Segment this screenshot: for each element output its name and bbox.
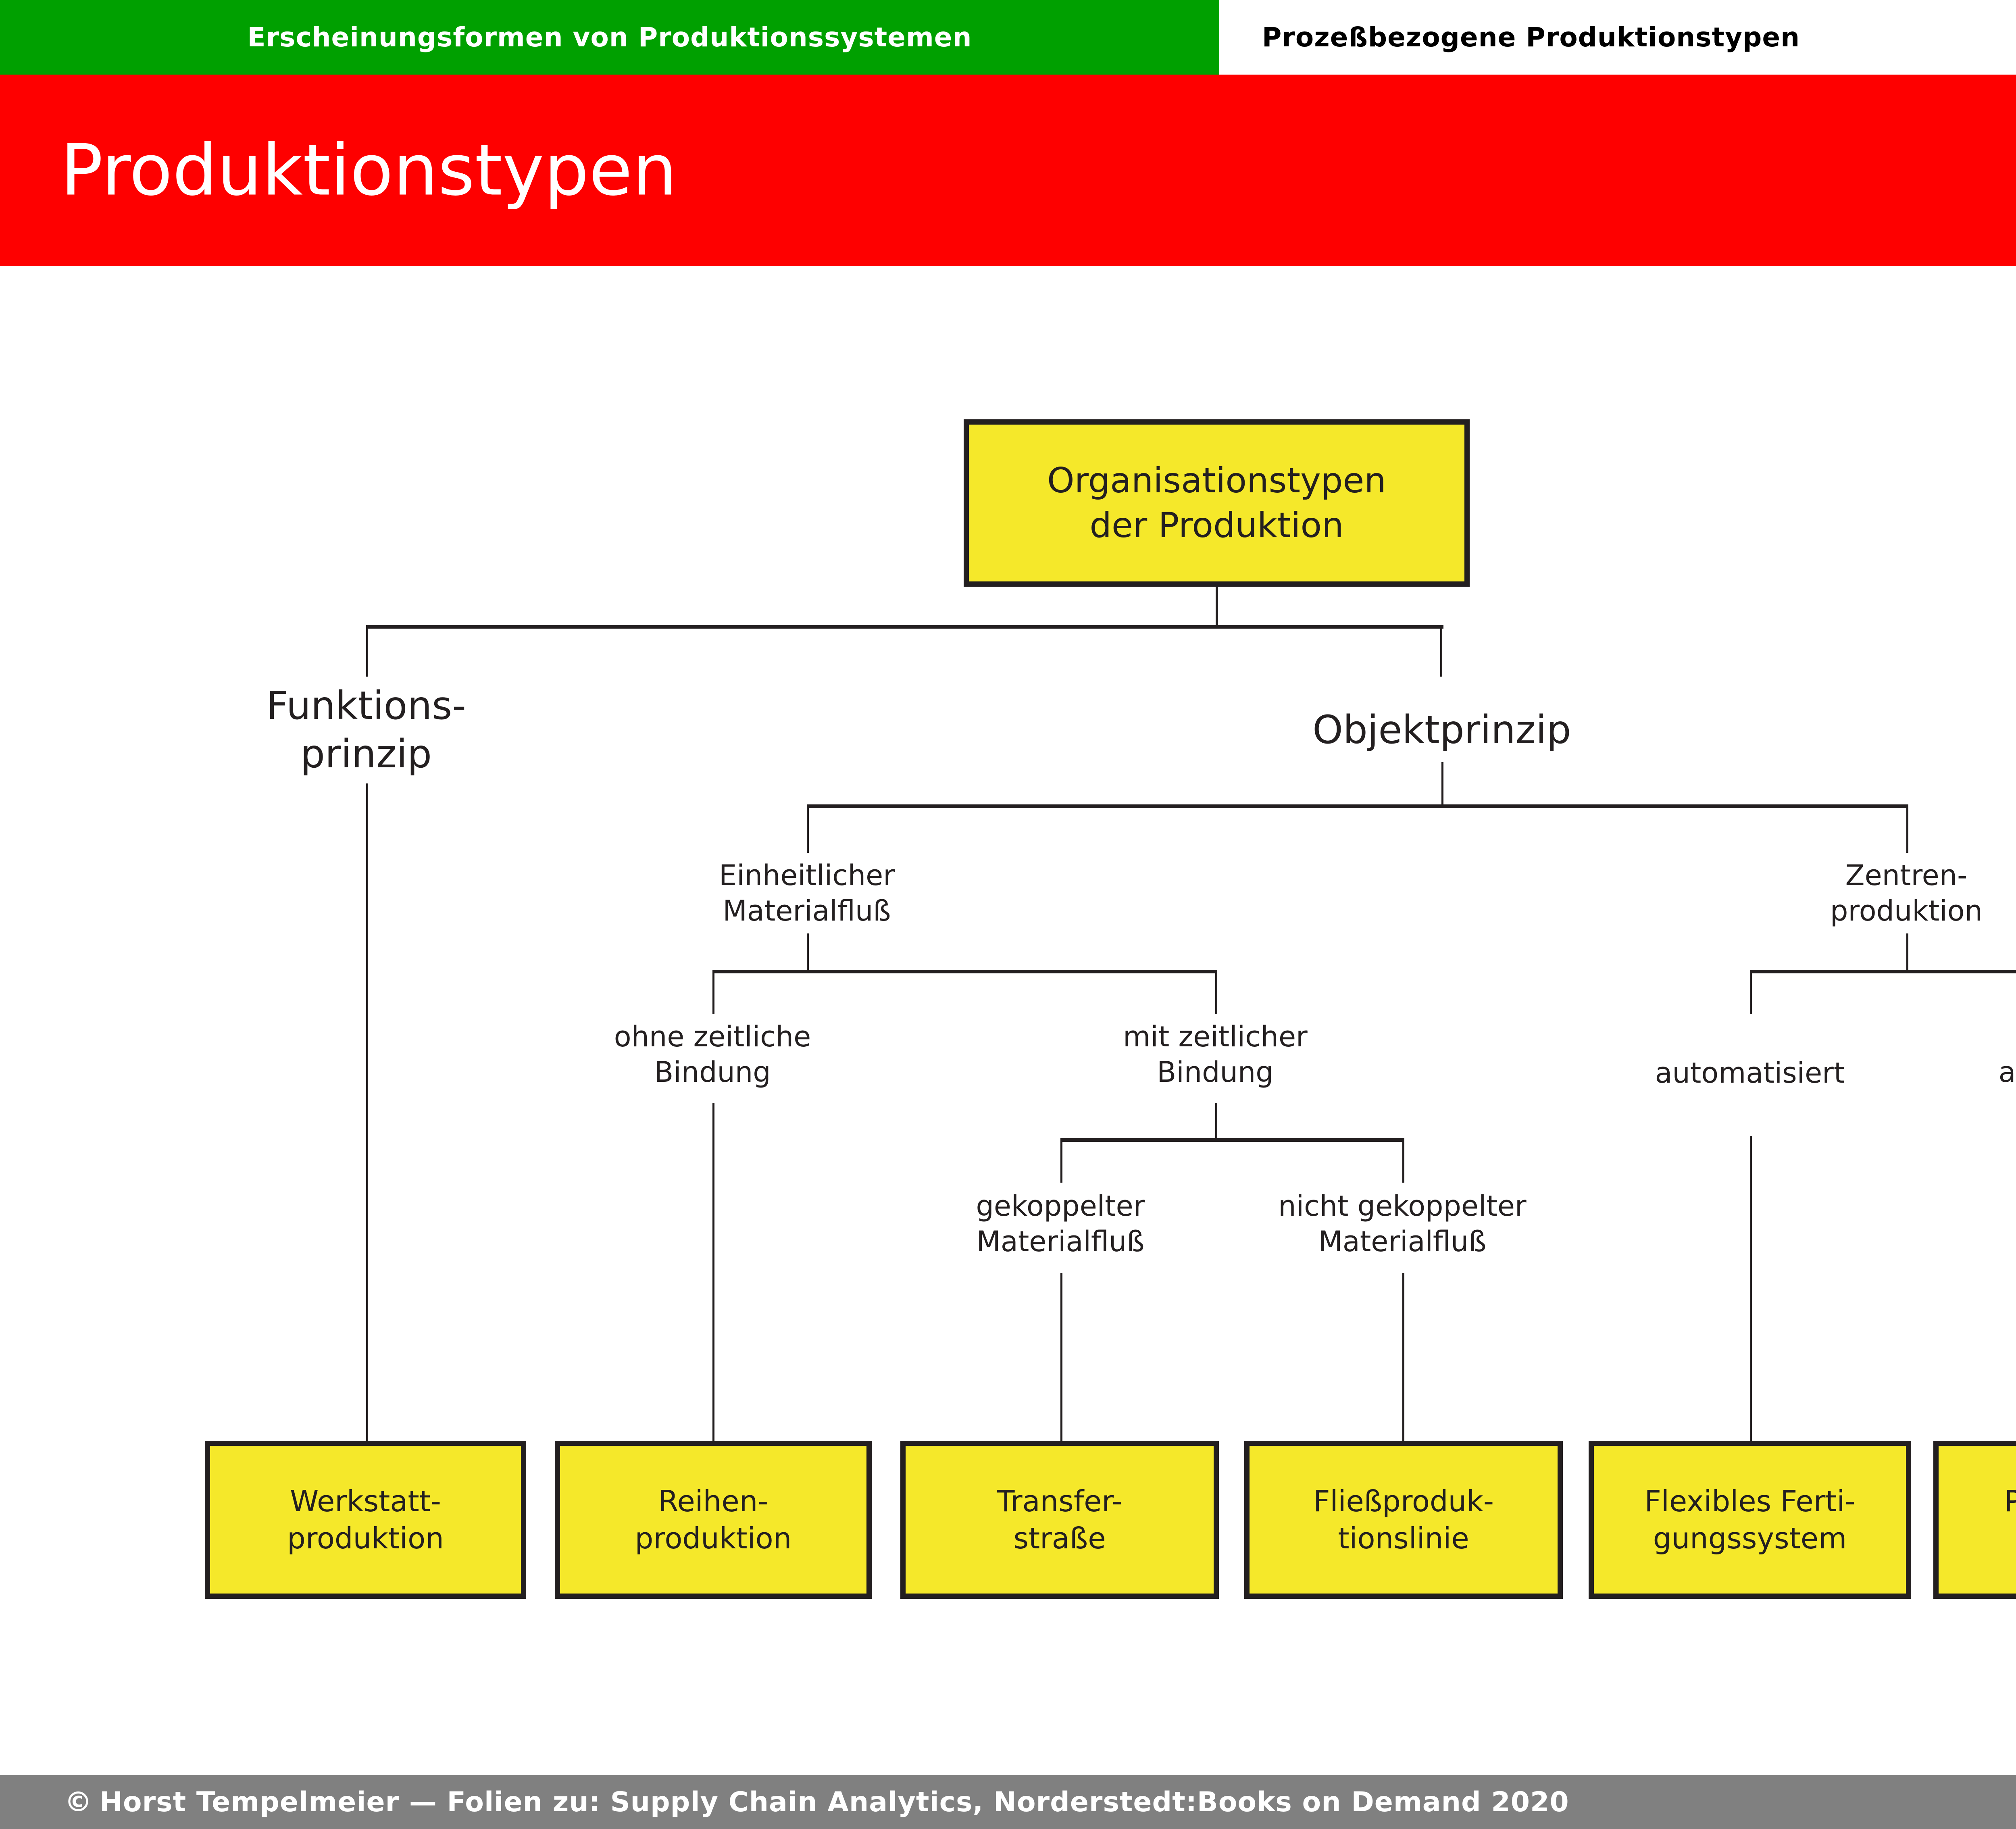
node-line-1: ohne zeitliche <box>614 1020 811 1053</box>
node-line-1: nicht gekoppelter <box>1278 1189 1527 1223</box>
node-fliessproduktionslinie[interactable]: Fließproduk- tionslinie <box>1244 1441 1563 1599</box>
node-line-2: gungssystem <box>1653 1521 1847 1555</box>
connector-level2-right-drop <box>1906 804 1908 853</box>
label-objektprinzip[interactable]: Objektprinzip <box>1312 706 1571 754</box>
tab-prozessbezogene[interactable]: Prozeßbezogene Produktionstypen <box>1219 0 2016 75</box>
footer-credit-text: Horst Tempelmeier — Folien zu: Supply Ch… <box>100 1786 1569 1818</box>
node-reihenproduktion[interactable]: Reihen- produktion <box>555 1441 872 1599</box>
label-nicht-gekoppelter-materialfluss[interactable]: nicht gekoppelter Materialfluß <box>1278 1189 1526 1259</box>
connector-automatisiert-drop <box>1750 1136 1752 1442</box>
node-line-1: gekoppelter <box>976 1189 1145 1223</box>
connector-ohne-bindung-drop <box>712 1103 714 1442</box>
label-mit-zeitlicher-bindung[interactable]: mit zeitlicher Bindung <box>1123 1019 1308 1090</box>
node-line-2: Bindung <box>654 1055 771 1089</box>
node-line-2: der Produktion <box>1089 505 1344 546</box>
node-line-1: Objektprinzip <box>1312 707 1571 752</box>
connector-level4-bar <box>1060 1138 1404 1142</box>
node-line-1: mit zeitlicher <box>1123 1020 1308 1053</box>
node-flexibles-fertigungssystem[interactable]: Flexibles Ferti- gungssystem <box>1589 1441 1911 1599</box>
node-line-2: Materialfluß <box>1318 1225 1487 1258</box>
node-line-1: Flexibles Ferti- <box>1644 1484 1856 1518</box>
connector-level1-bar <box>366 625 1443 629</box>
label-funktionsprinzip[interactable]: Funktions- prinzip <box>266 681 466 778</box>
node-line-2: straße <box>1013 1521 1106 1555</box>
label-ohne-zeitliche-bindung[interactable]: ohne zeitliche Bindung <box>614 1019 811 1090</box>
connector-level3-left-bar <box>712 970 1217 973</box>
node-line-1: Fließproduk- <box>1313 1484 1494 1518</box>
label-automatisiert[interactable]: automatisiert <box>1655 1056 1845 1091</box>
label-nicht-automatisiert[interactable]: nicht automatisiert <box>1999 1019 2016 1090</box>
slide-header-navbar: Erscheinungsformen von Produktionssystem… <box>0 0 2016 75</box>
page-title: Produktionstypen <box>60 129 677 211</box>
connector-mit-bindung-stem <box>1215 1103 1217 1141</box>
connector-level3-ohne-drop <box>712 970 714 1014</box>
node-line-1: Funktions- <box>266 683 466 728</box>
node-line-1: Reihen- <box>658 1484 768 1518</box>
connector-level4-left-drop <box>1060 1138 1062 1183</box>
label-zentrenproduktion[interactable]: Zentren- produktion <box>1830 858 1983 929</box>
node-line-1: Einheitlicher <box>719 859 895 892</box>
connector-einheitlicher-stem <box>807 933 809 972</box>
connector-nicht-gekoppelter-drop <box>1402 1273 1404 1442</box>
connector-level1-left-drop <box>366 625 368 677</box>
node-line-2: produktion <box>287 1521 444 1555</box>
node-organisationstypen-der-produktion[interactable]: Organisationstypen der Produktion <box>964 419 1470 587</box>
node-line-1: Werkstatt- <box>290 1484 441 1518</box>
node-line-2: Bindung <box>1157 1055 1274 1089</box>
node-line-2: produktion <box>1830 894 1983 927</box>
node-line-1: Zentren- <box>1845 859 1968 892</box>
node-transferstrasse[interactable]: Transfer- straße <box>900 1441 1219 1599</box>
connector-gekoppelter-drop <box>1060 1273 1062 1442</box>
node-line-1: nicht <box>1999 1019 2016 1055</box>
connector-level2-bar <box>807 804 1908 808</box>
node-line-1: Produktions- <box>2004 1484 2016 1518</box>
slide-title-band: Produktionstypen <box>0 75 2016 266</box>
label-gekoppelter-materialfluss[interactable]: gekoppelter Materialfluß <box>976 1189 1145 1259</box>
node-line-2: Materialfluß <box>976 1225 1145 1258</box>
label-einheitlicher-materialfluss[interactable]: Einheitlicher Materialfluß <box>719 858 895 929</box>
connector-root-stem <box>1216 587 1218 627</box>
connector-level3-automatisiert-drop <box>1750 970 1752 1014</box>
connector-level3-mit-drop <box>1215 970 1217 1014</box>
connector-level3-right-bar <box>1750 970 2016 973</box>
connector-level4-right-drop <box>1402 1138 1404 1183</box>
organisationstypen-tree: Organisationstypen der Produktion Funkti… <box>0 266 2016 1702</box>
node-werkstattproduktion[interactable]: Werkstatt- produktion <box>205 1441 526 1599</box>
tab-erscheinungsformen[interactable]: Erscheinungsformen von Produktionssystem… <box>0 0 1219 75</box>
node-line-2: tionslinie <box>1338 1521 1469 1555</box>
node-produktionsinsel[interactable]: Produktions- insel <box>1933 1441 2016 1599</box>
copyright-icon: © <box>65 1786 92 1818</box>
slide-footer: ©Horst Tempelmeier — Folien zu: Supply C… <box>0 1775 2016 1829</box>
node-line-2: prinzip <box>300 731 432 777</box>
connector-level1-right-drop <box>1440 625 1442 677</box>
footer-credit: ©Horst Tempelmeier — Folien zu: Supply C… <box>65 1786 1569 1818</box>
connector-zentren-stem <box>1906 933 1908 972</box>
connector-objektprinzip-stem <box>1441 762 1443 806</box>
node-line-1: automatisiert <box>1655 1056 1845 1089</box>
node-line-2: automatisiert <box>1998 1055 2016 1089</box>
node-line-2: Materialfluß <box>723 894 891 927</box>
node-line-1: Transfer- <box>997 1484 1123 1518</box>
connector-level2-left-drop <box>807 804 809 853</box>
connector-funktionsprinzip-drop <box>366 783 368 1442</box>
node-line-1: Organisationstypen <box>1047 460 1386 501</box>
node-line-2: produktion <box>635 1521 792 1555</box>
